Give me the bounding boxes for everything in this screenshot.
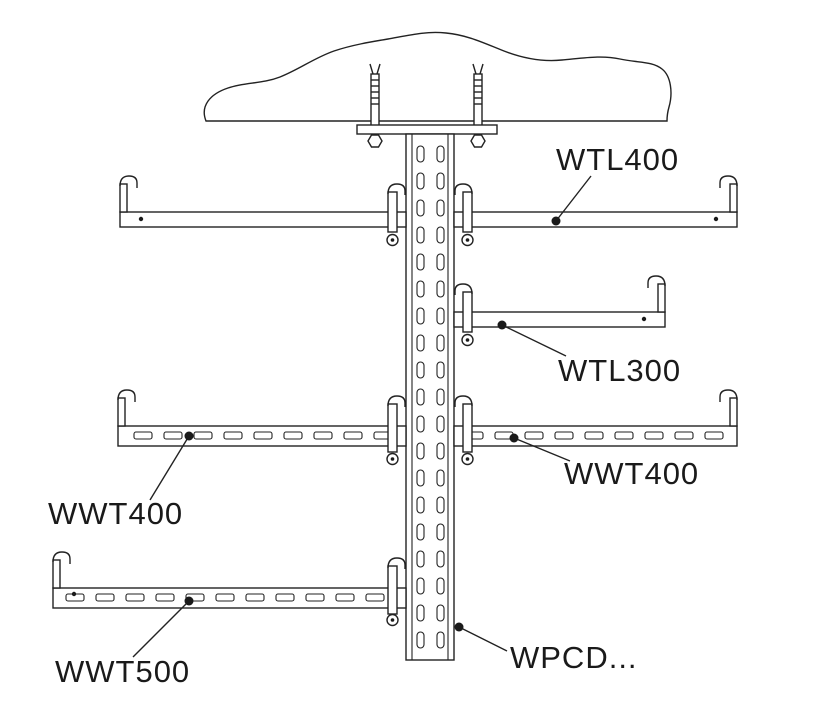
label-wtl400: WTL400 (556, 142, 679, 177)
tray-end-hook (119, 175, 138, 213)
tray-end-hook (719, 175, 738, 213)
label-wwt400-left: WWT400 (48, 496, 183, 531)
leader-line-wtl400 (555, 175, 592, 222)
bolt-head (390, 457, 395, 461)
channel-bracket (386, 183, 406, 247)
leader-line-wwt400-right (513, 437, 571, 462)
leader-line-wwt500 (132, 600, 190, 658)
channel-bracket (454, 283, 474, 347)
tray-end-hook (52, 551, 71, 589)
leader-dot-wwt500 (184, 596, 194, 606)
leader-dot-wwt400-left (184, 431, 194, 441)
tray-perforations (464, 431, 724, 440)
tray-wtl300 (453, 275, 666, 347)
leader-dot-wpcd (454, 622, 464, 632)
base-plate (356, 124, 498, 135)
anchor-nut-left (367, 134, 383, 148)
bolt-head (465, 338, 470, 342)
channel-bracket (454, 395, 474, 466)
label-wpcd: WPCD... (510, 640, 638, 675)
leader-dot-wtl300 (497, 320, 507, 330)
leader-line-wtl300 (501, 324, 567, 357)
channel-slots (416, 145, 445, 649)
labels: WTL400 WTL300 WWT400 WWT400 WWT500 WPCD.… (48, 142, 699, 689)
label-wwt500: WWT500 (55, 654, 190, 689)
tray-end-hook (647, 275, 666, 313)
bolt-head (465, 457, 470, 461)
tray-end-hook (719, 389, 738, 427)
tray-perforations (65, 593, 385, 602)
channel-bracket (386, 557, 406, 627)
anchor-nut-right (470, 134, 486, 148)
tray-end-hook (117, 389, 136, 427)
leader-dot-wwt400-right (509, 433, 519, 443)
channel-bracket (454, 183, 474, 247)
tray-perforations (133, 431, 393, 440)
tray-wwt500 (52, 551, 407, 627)
channel-bracket (386, 395, 406, 466)
label-wwt400-right: WWT400 (564, 456, 699, 491)
tray-wwt400 (117, 389, 738, 466)
bolt-head (465, 238, 470, 242)
rivet (138, 216, 144, 222)
callouts (132, 175, 592, 658)
leader-line-wwt400-left (149, 435, 190, 501)
bolt-head (390, 618, 395, 622)
label-wtl300: WTL300 (558, 353, 681, 388)
leader-line-wpcd (458, 626, 508, 652)
leader-dot-wtl400 (551, 216, 561, 226)
anchor-bolt-left (367, 63, 383, 148)
bolt-head (390, 238, 395, 242)
rivet (641, 316, 647, 322)
rivet (713, 216, 719, 222)
rivet (71, 591, 77, 597)
vertical-channel-wpcd (405, 133, 455, 661)
ceiling-outline (203, 31, 672, 122)
tray-wtl400 (119, 175, 738, 247)
